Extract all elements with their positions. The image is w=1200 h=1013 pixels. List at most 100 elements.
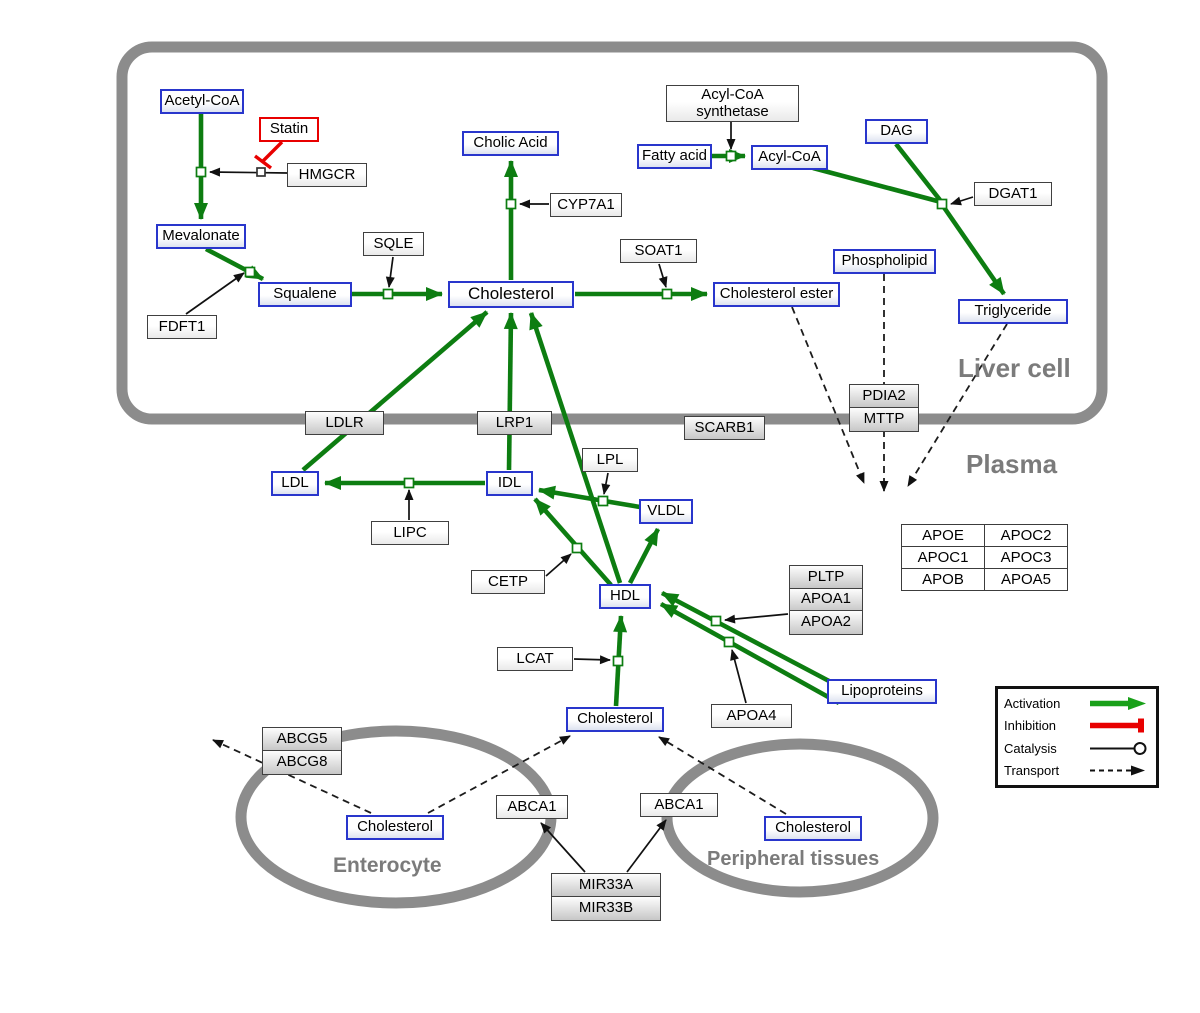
node-cholesterol-enterocyte[interactable]: Cholesterol [346, 815, 444, 840]
node-scarb1[interactable]: SCARB1 [684, 416, 765, 440]
transport-dashed-arrow-icon [1090, 765, 1145, 776]
reaction-node [597, 495, 609, 507]
node-abca1-left[interactable]: ABCA1 [496, 795, 568, 819]
edge-statin-hmgcr-inhibition [261, 140, 284, 163]
node-acetyl-coa[interactable]: Acetyl-CoA [160, 89, 244, 114]
node-fatty-acid[interactable]: Fatty acid [637, 144, 712, 169]
catalysis-port [256, 167, 266, 177]
node-label-line1: Acyl-CoA [701, 86, 764, 103]
legend-label: Inhibition [1004, 718, 1057, 734]
reaction-node [505, 198, 517, 210]
node-hmgcr[interactable]: HMGCR [287, 163, 367, 187]
edge-enterocyte-abca1-cholesterol [427, 735, 571, 814]
legend-row-catalysis: Catalysis [1004, 737, 1150, 760]
reaction-node [710, 615, 722, 627]
node-abcg8[interactable]: ABCG8 [262, 749, 342, 775]
edge-peripheral-abca1-cholesterol [658, 736, 787, 815]
node-cholesterol-liver[interactable]: Cholesterol [448, 281, 574, 308]
inhibition-t-bar [253, 154, 273, 170]
liver-cell-label: Liver cell [958, 353, 1071, 383]
node-acyl-coa-synthetase[interactable]: Acyl-CoA synthetase [666, 85, 799, 122]
apo-cell[interactable]: APOC2 [984, 524, 1068, 547]
reaction-node [661, 288, 673, 300]
node-lipoproteins[interactable]: Lipoproteins [827, 679, 937, 704]
edge-cholesterolester-plasma [791, 306, 865, 484]
reaction-node [936, 198, 948, 210]
compartment-shapes [116, 41, 1108, 909]
reaction-squares [195, 150, 948, 667]
node-cholesterol-ester[interactable]: Cholesterol ester [713, 282, 840, 307]
apo-cell[interactable]: APOB [901, 568, 985, 591]
edge-apoa4-catalysis [730, 649, 747, 704]
node-mir33a[interactable]: MIR33A [551, 873, 661, 897]
node-phospholipid[interactable]: Phospholipid [833, 249, 936, 274]
reaction-node [571, 542, 583, 554]
edge-dgat1-catalysis [950, 196, 974, 206]
node-lipc[interactable]: LIPC [371, 521, 449, 545]
edge-dag-dgat-junction [894, 142, 942, 202]
node-mir33b[interactable]: MIR33B [551, 895, 661, 921]
apolipoprotein-table: APOE APOC2 APOC1 APOC3 APOB APOA5 [901, 524, 1068, 591]
node-pdia2[interactable]: PDIA2 [849, 384, 919, 408]
node-idl[interactable]: IDL [486, 471, 533, 496]
legend-label: Transport [1004, 763, 1060, 779]
node-apoa4[interactable]: APOA4 [711, 704, 792, 728]
node-soat1[interactable]: SOAT1 [620, 239, 697, 263]
peripheral-tissues-membrane [661, 738, 939, 898]
apo-cell[interactable]: APOC1 [901, 546, 985, 569]
node-apoa1[interactable]: APOA1 [789, 587, 863, 612]
node-squalene[interactable]: Squalene [258, 282, 352, 307]
edge-enterocyte-abcg-export [212, 739, 372, 814]
node-cholesterol-plasma[interactable]: Cholesterol [566, 707, 664, 732]
edge-sqle-catalysis [385, 256, 395, 288]
node-cyp7a1[interactable]: CYP7A1 [550, 193, 622, 217]
legend-row-activation: Activation [1004, 692, 1150, 715]
edge-triglyceride-plasma [907, 323, 1008, 487]
reaction-node [725, 150, 737, 162]
node-lrp1[interactable]: LRP1 [477, 411, 552, 435]
catalysis-edges [185, 122, 974, 873]
node-fdft1[interactable]: FDFT1 [147, 315, 217, 339]
node-statin[interactable]: Statin [259, 117, 319, 142]
node-vldl[interactable]: VLDL [639, 499, 693, 524]
node-hdl[interactable]: HDL [599, 584, 651, 609]
apo-cell[interactable]: APOC3 [984, 546, 1068, 569]
node-pltp[interactable]: PLTP [789, 565, 863, 589]
transport-edges [212, 274, 1008, 815]
node-apoa2[interactable]: APOA2 [789, 610, 863, 635]
node-cholesterol-peripheral[interactable]: Cholesterol [764, 816, 862, 841]
edge-junction-triglyceride [941, 204, 1006, 296]
edge-pltp-stack-catalysis [724, 613, 789, 624]
edge-cetp-catalysis [545, 553, 572, 577]
edge-fdft1-catalysis [185, 272, 245, 315]
apo-cell[interactable]: APOA5 [984, 568, 1068, 591]
apo-cell[interactable]: APOE [901, 524, 985, 547]
edge-idl-lrp1-cholesterol [503, 312, 518, 471]
reaction-node [723, 636, 735, 648]
reaction-node [244, 266, 256, 278]
edge-hdl-vldl [627, 527, 661, 585]
legend-label: Catalysis [1004, 740, 1057, 756]
node-dgat1[interactable]: DGAT1 [974, 182, 1052, 206]
node-ldlr[interactable]: LDLR [305, 411, 384, 435]
reaction-node [195, 166, 207, 178]
node-cholic-acid[interactable]: Cholic Acid [462, 131, 559, 156]
node-sqle[interactable]: SQLE [363, 232, 424, 256]
enterocyte-label: Enterocyte [333, 854, 442, 877]
node-ldl[interactable]: LDL [271, 471, 319, 496]
node-lcat[interactable]: LCAT [497, 647, 573, 671]
node-abcg5[interactable]: ABCG5 [262, 727, 342, 751]
node-dag[interactable]: DAG [865, 119, 928, 144]
node-lpl[interactable]: LPL [582, 448, 638, 472]
node-mevalonate[interactable]: Mevalonate [156, 224, 246, 249]
node-mttp[interactable]: MTTP [849, 406, 919, 432]
node-acyl-coa[interactable]: Acyl-CoA [751, 145, 828, 170]
inhibition-edge [253, 140, 284, 170]
node-abca1-right[interactable]: ABCA1 [640, 793, 718, 817]
catalysis-circle-icon [1090, 741, 1147, 755]
node-cetp[interactable]: CETP [471, 570, 545, 594]
edge-lpl-catalysis [601, 472, 611, 495]
node-triglyceride[interactable]: Triglyceride [958, 299, 1068, 324]
legend: Activation Inhibition Catalysis Transpor… [995, 686, 1159, 788]
